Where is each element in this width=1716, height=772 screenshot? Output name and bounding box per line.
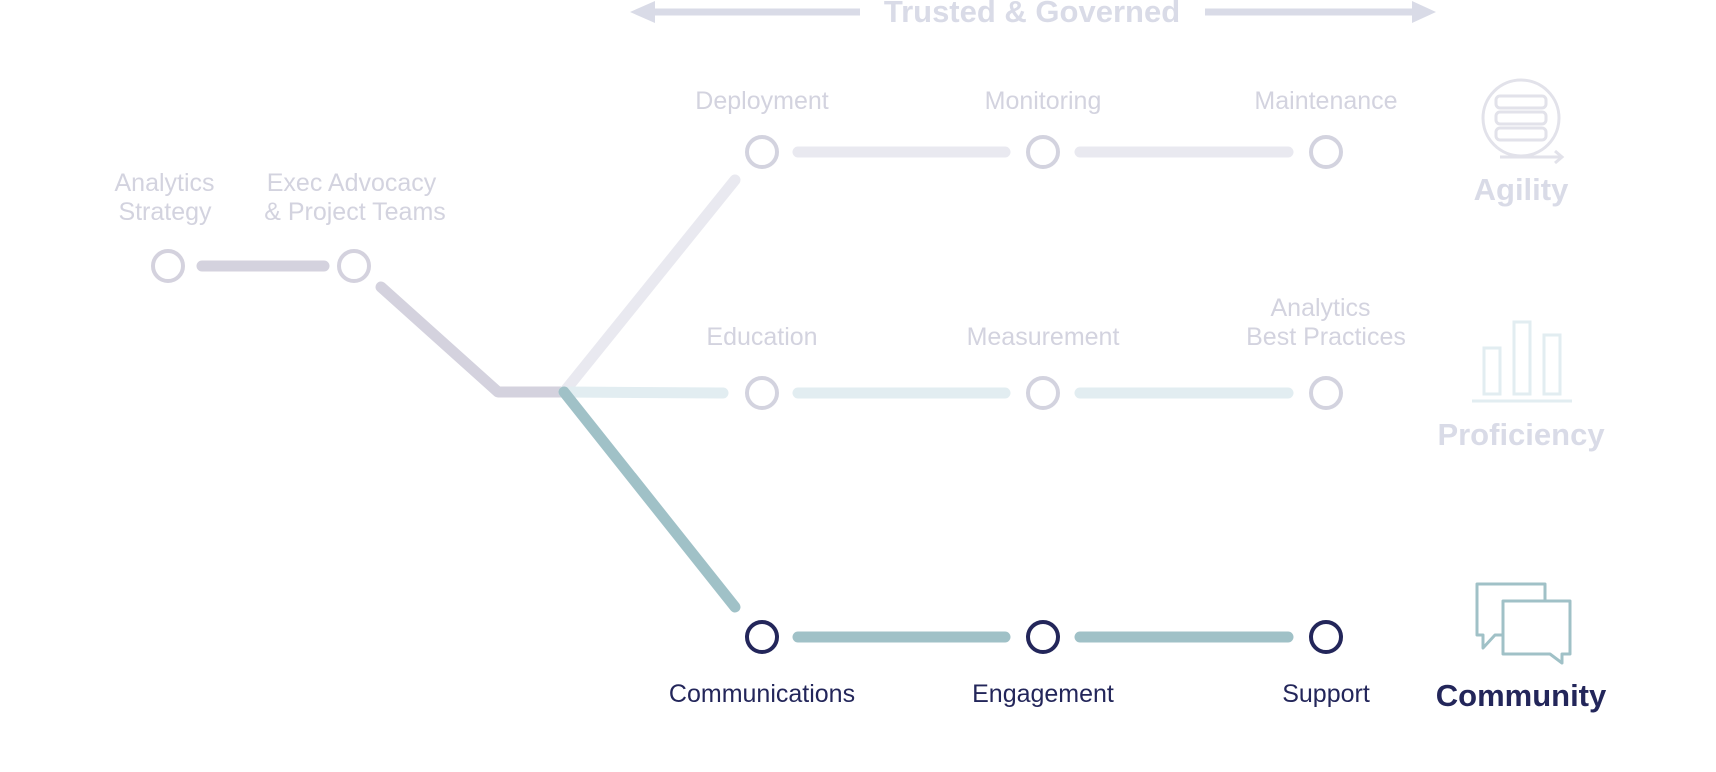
nodes <box>151 135 1343 654</box>
foundation-branch-line <box>375 281 570 398</box>
proficiency-branch-line <box>558 386 729 399</box>
node-analytics-strategy <box>151 249 185 283</box>
measurement-label: Measurement <box>967 323 1120 351</box>
analytics-best-practices-label: Analytics Best Practices <box>1246 294 1406 351</box>
node-maintenance <box>1309 135 1343 169</box>
community-category-title: Community <box>1436 678 1607 713</box>
node-measurement <box>1026 376 1060 410</box>
node-support <box>1309 620 1343 654</box>
bar-chart-icon <box>1472 320 1572 403</box>
node-monitoring <box>1026 135 1060 169</box>
right-arrowhead-icon <box>1412 1 1436 23</box>
server-stack-icon <box>1481 78 1565 165</box>
node-analytics-best-practices <box>1309 376 1343 410</box>
communications-label: Communications <box>669 680 855 708</box>
node-deployment <box>745 135 779 169</box>
proficiency-category-title: Proficiency <box>1437 417 1605 452</box>
header-title: Trusted & Governed <box>884 0 1180 29</box>
monitoring-label: Monitoring <box>985 87 1102 115</box>
engagement-label: Engagement <box>972 680 1114 708</box>
node-communications <box>745 620 779 654</box>
agility-category-title: Agility <box>1474 172 1569 207</box>
support-label: Support <box>1282 680 1370 708</box>
analytics-strategy-label: Analytics Strategy <box>115 169 222 226</box>
chat-bubbles-icon <box>1475 582 1572 665</box>
node-education <box>745 376 779 410</box>
agility-branch-line <box>558 174 741 398</box>
left-arrowhead-icon <box>630 1 655 23</box>
maintenance-label: Maintenance <box>1254 87 1397 115</box>
node-engagement <box>1026 620 1060 654</box>
exec-advocacy-label: Exec Advocacy & Project Teams <box>264 169 446 226</box>
education-label: Education <box>706 323 817 351</box>
connector-lines <box>196 146 1294 643</box>
header-arrows <box>630 1 1436 23</box>
community-branch-line <box>558 386 741 613</box>
deployment-label: Deployment <box>695 87 828 115</box>
node-exec-advocacy <box>337 249 371 283</box>
